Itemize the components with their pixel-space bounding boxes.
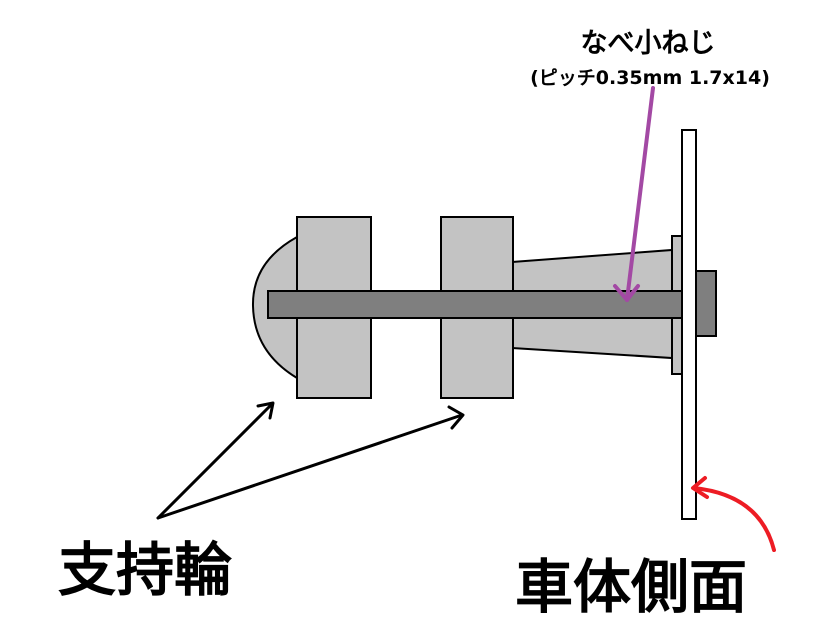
screw-shaft xyxy=(267,290,699,319)
screw-name-label: なべ小ねじ xyxy=(581,28,716,59)
screw-spec-label: (ピッチ0.35mm 1.7x14) xyxy=(530,67,770,89)
screw-head xyxy=(695,270,717,337)
screw-pointer-arrow xyxy=(613,86,655,302)
body-side-pointer-arrow xyxy=(691,476,776,552)
body-side-panel xyxy=(681,129,697,520)
support-wheel-label: 支持輪 xyxy=(58,536,232,604)
body-side-label: 車体側面 xyxy=(515,553,747,621)
support-wheel-pointer-arrows xyxy=(156,401,465,520)
